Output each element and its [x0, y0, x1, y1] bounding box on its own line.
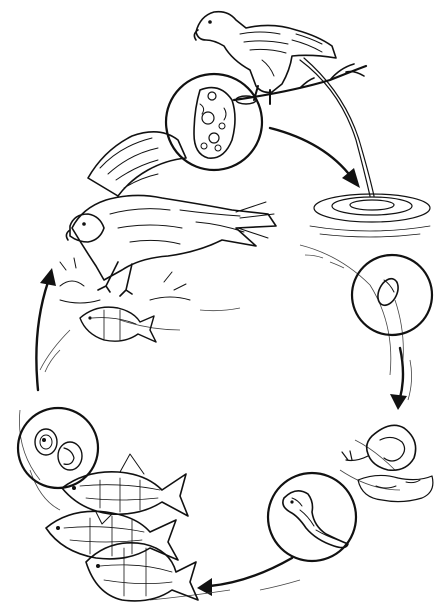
arrow-to-snail-head	[390, 394, 407, 410]
water-ripple-icon	[310, 194, 430, 237]
fish-icon	[46, 454, 198, 601]
parasite-adult-icon	[166, 74, 262, 170]
cyst-icon	[18, 408, 98, 488]
arrow-to-eagle	[36, 282, 48, 390]
arrow-to-water	[270, 128, 352, 178]
arrow-to-fish	[210, 558, 292, 586]
larva-icon	[268, 473, 356, 561]
arrow-to-snail	[400, 348, 403, 398]
arrow-to-eagle-head	[40, 268, 56, 286]
egg-icon	[352, 255, 432, 335]
snail-icon	[342, 425, 433, 501]
eagle-hunting-icon	[60, 132, 276, 342]
